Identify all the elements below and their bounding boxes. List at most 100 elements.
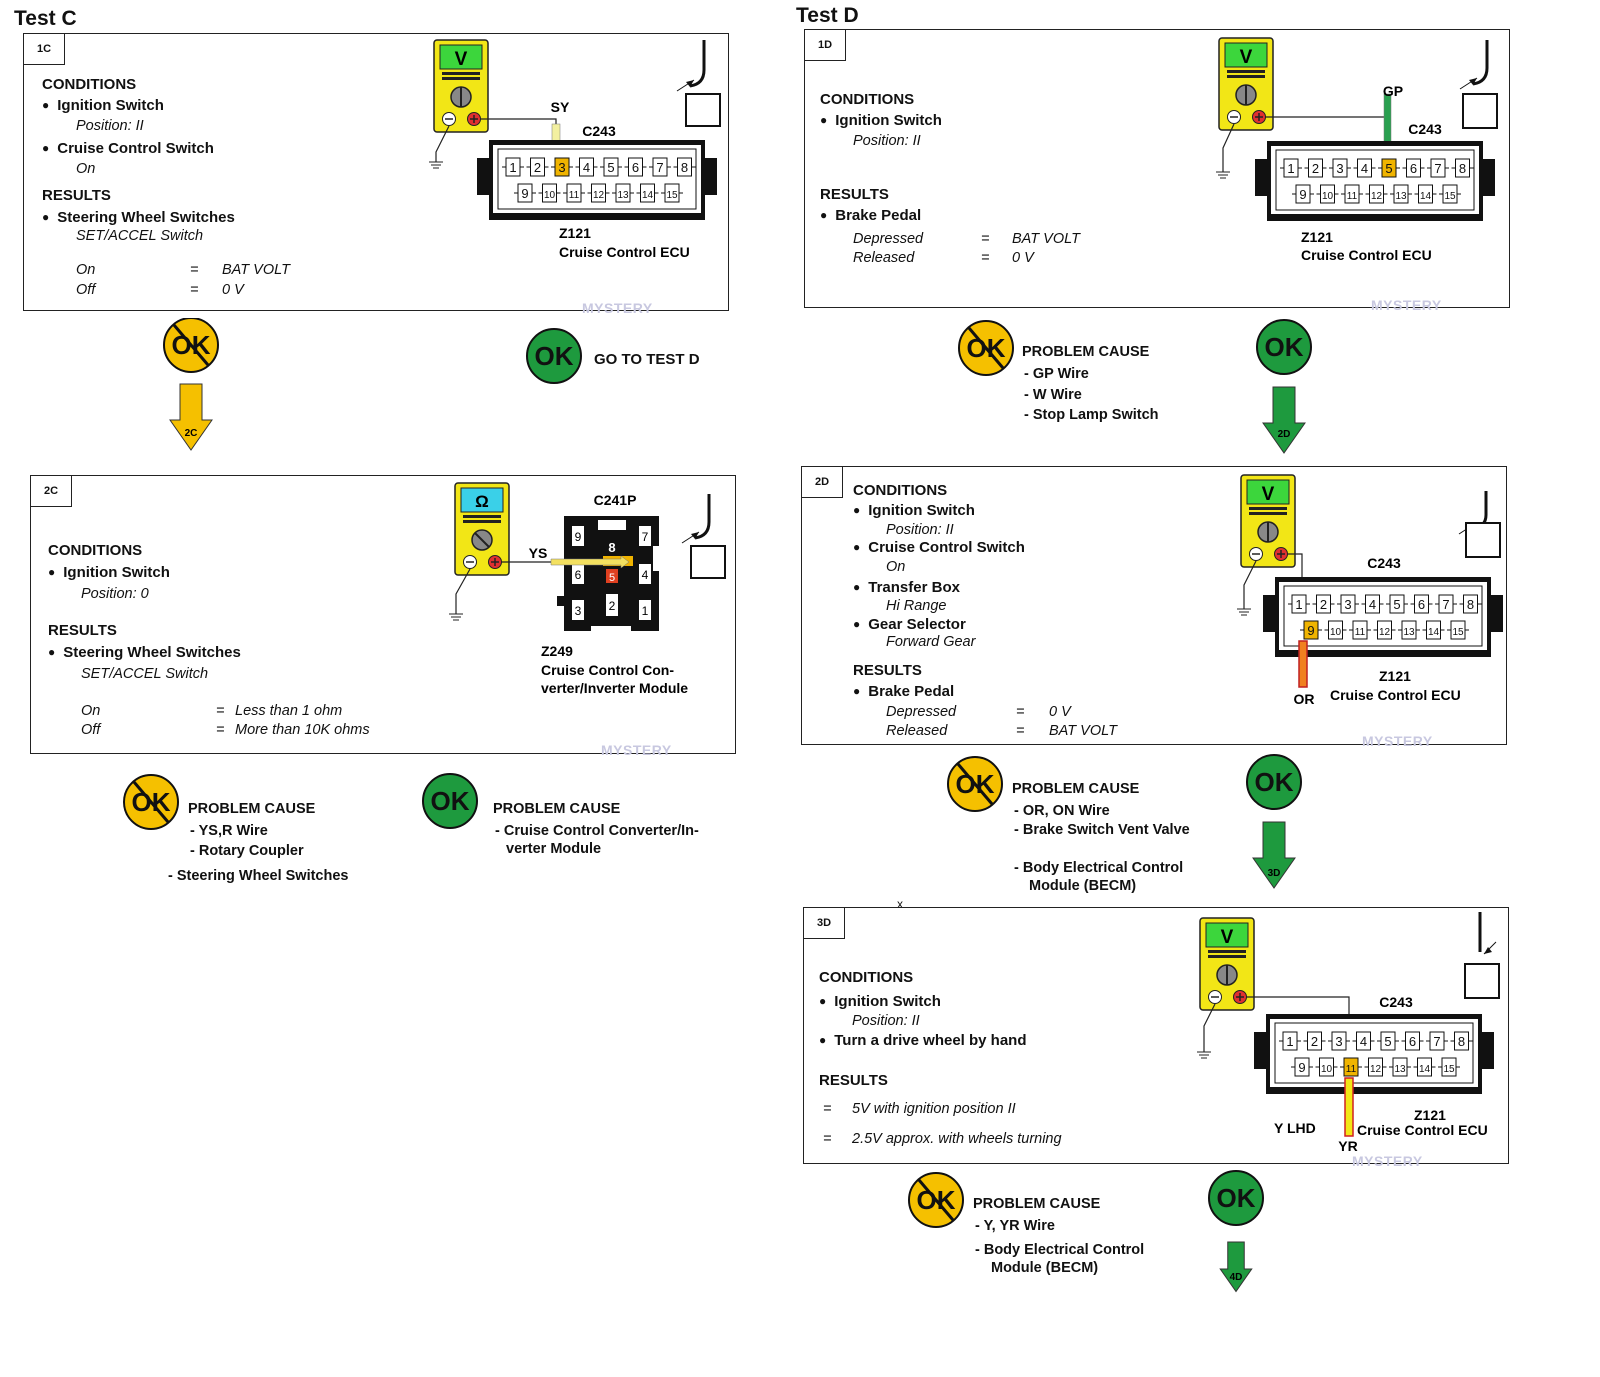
brake-switch-symbol — [1458, 491, 1501, 558]
pin-13: 13 — [1398, 620, 1420, 640]
pin-3: 3 — [551, 157, 573, 177]
ground-symbol — [1197, 1003, 1216, 1059]
nok-1d: OK — [958, 320, 1014, 376]
condition-ignition-switch: Ignition Switch — [820, 112, 942, 129]
pin-10: 10 — [538, 183, 561, 203]
component-name: Cruise Control ECU — [1357, 1122, 1488, 1138]
result-row-eq: = — [823, 1101, 832, 1117]
component-name: Cruise Control ECU — [1330, 687, 1461, 703]
svg-text:3: 3 — [1335, 1034, 1342, 1049]
wire-label: YS — [529, 545, 548, 561]
step-2d-box: 2D CONDITIONS Ignition Switch Position: … — [801, 466, 1507, 749]
pin-1: 1 — [502, 157, 524, 177]
pin-7: 7 — [649, 157, 671, 177]
multimeter: V — [1218, 37, 1274, 131]
result-row-eq: = — [1016, 704, 1025, 720]
pin-7: 7 — [1435, 594, 1457, 614]
pin-11: 11 — [1341, 184, 1363, 204]
result-row-label: On — [81, 703, 101, 719]
condition-sub: Forward Gear — [886, 634, 976, 650]
pin-label: 2 — [609, 599, 616, 613]
svg-text:9: 9 — [1307, 623, 1314, 638]
condition-ignition-switch: Ignition Switch — [853, 502, 975, 519]
arrow-tag: 4D — [1230, 1272, 1243, 1283]
ok-symbol: OK — [1208, 1170, 1264, 1226]
result-row-label: Depressed — [853, 231, 924, 247]
pin-label: 9 — [575, 530, 582, 544]
svg-text:15: 15 — [1452, 627, 1464, 638]
problem-cause-header: PROBLEM CAUSE — [1012, 781, 1140, 797]
pin-3: 3 — [1329, 158, 1351, 178]
condition-cruise-switch: Cruise Control Switch — [42, 140, 214, 157]
c241p-connector: 9 8 7 6 5 5 4 3 2 1 — [557, 516, 659, 631]
pin-10: 10 — [1316, 184, 1339, 204]
result-brake-pedal: Brake Pedal — [853, 683, 954, 700]
not-ok-symbol: OK — [908, 1172, 964, 1228]
conditions-header: CONDITIONS — [820, 91, 915, 108]
result-row-eq: = — [216, 703, 225, 719]
pin-6: 6 — [1410, 594, 1433, 614]
meter-mode: Ω — [475, 492, 489, 511]
pin-11: 11 — [1340, 1057, 1362, 1077]
cross-out-line — [132, 781, 170, 823]
result-row-value: 0 V — [222, 282, 244, 298]
pin-6: 6 — [624, 157, 647, 177]
pin-4: 4 — [575, 157, 598, 177]
pin-4: 4 — [1352, 1031, 1375, 1051]
cause-item: Module (BECM) — [1029, 878, 1137, 894]
result-row-value: More than 10K ohms — [235, 722, 370, 738]
result-row-eq: = — [823, 1131, 832, 1147]
condition-sub: Position: II — [852, 1013, 920, 1029]
watermark: MYSTERY — [601, 742, 672, 758]
svg-text:7: 7 — [656, 160, 663, 175]
svg-text:4: 4 — [1369, 597, 1376, 612]
pin-label: 7 — [642, 530, 649, 544]
ok-label: OK — [431, 786, 470, 816]
pin-10: 10 — [1315, 1057, 1338, 1077]
result-row-label: Off — [81, 722, 101, 738]
arrow-to-2d — [1262, 386, 1306, 454]
not-ok-symbol: OK — [123, 774, 179, 830]
result-row-value: 5V with ignition position II — [852, 1101, 1016, 1117]
ground-symbol — [429, 125, 450, 169]
watermark: MYSTERY — [1352, 1153, 1423, 1169]
svg-text:1: 1 — [1286, 1034, 1293, 1049]
result-sub: SET/ACCEL Switch — [76, 228, 204, 244]
result-row-eq: = — [981, 231, 990, 247]
result-row-label: On — [76, 262, 96, 278]
condition-sub: On — [76, 161, 96, 177]
pin-9: 9 — [1300, 620, 1322, 640]
svg-text:14: 14 — [1420, 191, 1432, 202]
cause-item: - OR, ON Wire — [1014, 803, 1110, 819]
svg-text:15: 15 — [1444, 191, 1456, 202]
svg-text:9: 9 — [521, 186, 528, 201]
not-ok-symbol: OK — [958, 320, 1014, 376]
connector-label: C243 — [1408, 121, 1442, 137]
pin-5: 5 — [1378, 158, 1400, 178]
meter-mode: V — [1221, 927, 1234, 948]
svg-text:8: 8 — [1458, 1034, 1465, 1049]
pin-10: 10 — [1324, 620, 1347, 640]
step-tag: 3D — [804, 908, 845, 939]
ok-symbol: OK — [1246, 754, 1302, 810]
cause-item: Module (BECM) — [991, 1260, 1099, 1276]
cause-item: - Rotary Coupler — [190, 843, 304, 859]
pin-4: 4 — [1361, 594, 1384, 614]
ok-2c: OK — [422, 773, 478, 829]
pin-7: 7 — [1426, 1031, 1448, 1051]
svg-text:11: 11 — [1355, 627, 1366, 638]
multimeter: V — [1199, 917, 1255, 1011]
wire-label: YR — [1338, 1138, 1357, 1154]
condition-sub: Hi Range — [886, 598, 947, 614]
pin-8: 8 — [1450, 1031, 1473, 1051]
watermark: MYSTERY — [1362, 733, 1433, 749]
svg-text:2: 2 — [534, 160, 541, 175]
arrow-tag: 3D — [1268, 868, 1281, 879]
condition-ignition-switch: Ignition Switch — [48, 564, 170, 581]
meter-mode: V — [1262, 484, 1275, 505]
not-ok-symbol: OK — [947, 756, 1003, 812]
pin-5: 5 — [600, 157, 622, 177]
pin-13: 13 — [612, 183, 634, 203]
